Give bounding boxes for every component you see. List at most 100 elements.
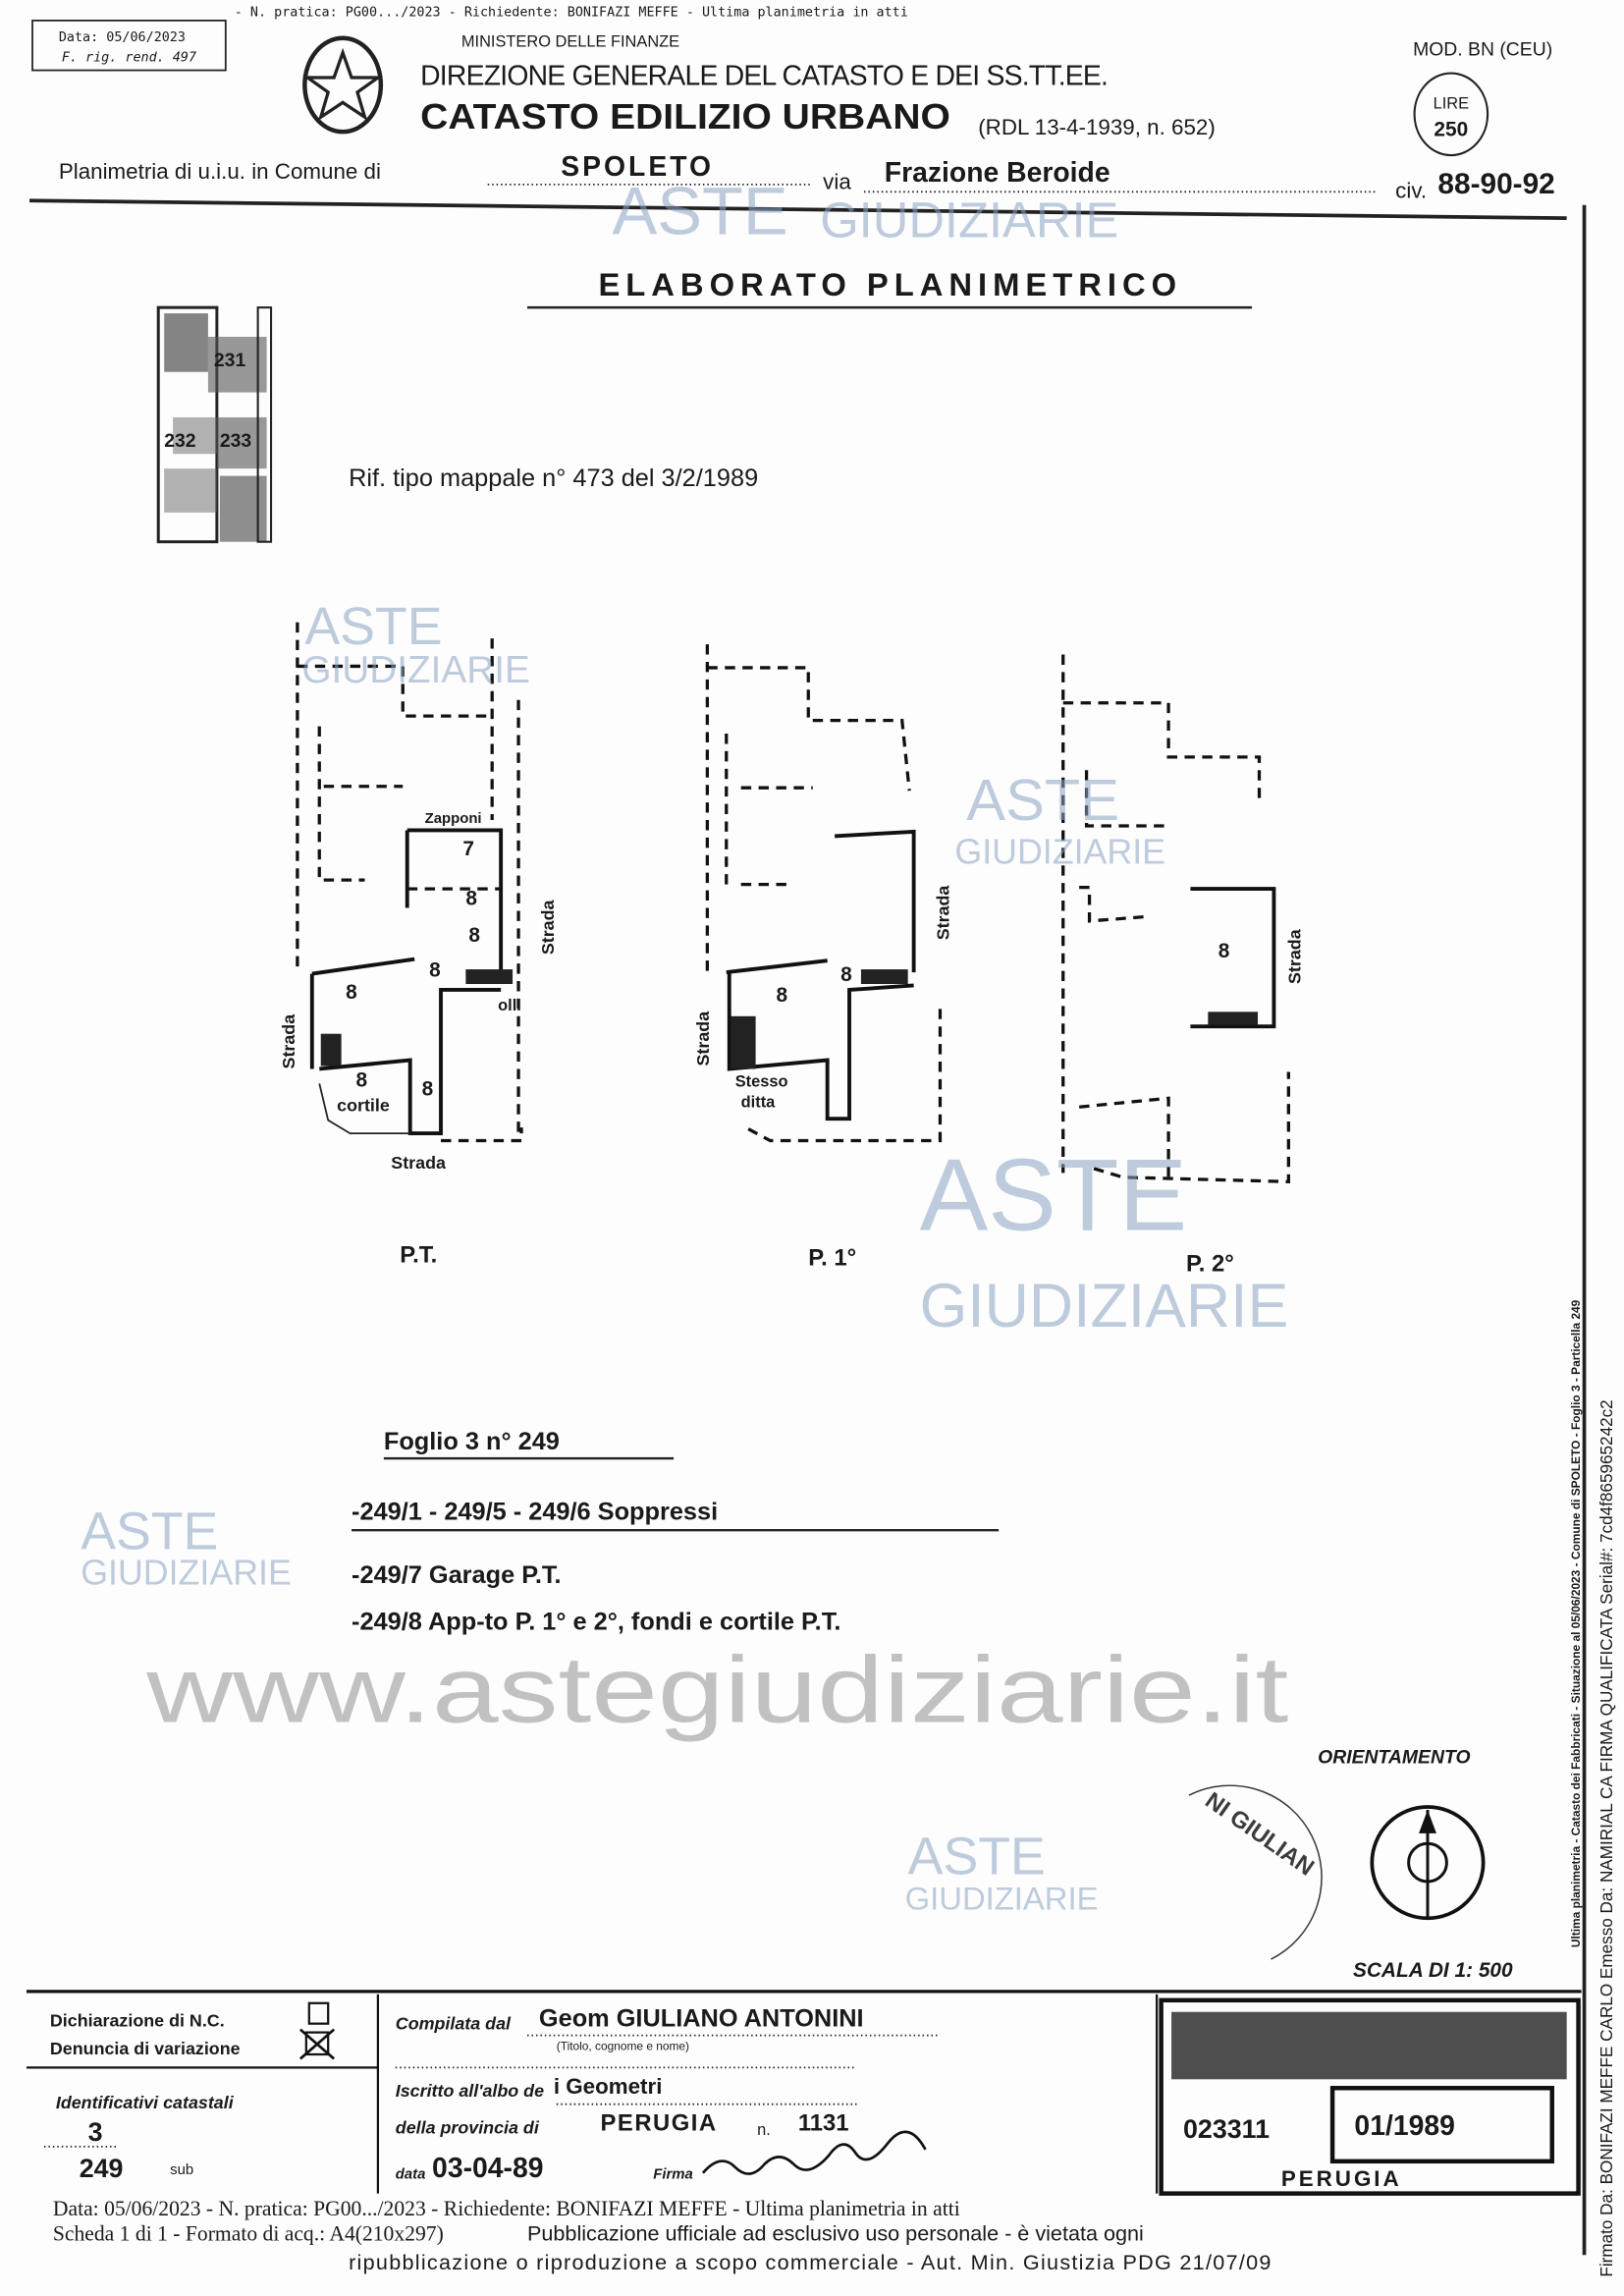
ground-label-8a: 8	[465, 887, 477, 909]
number-value: 1131	[798, 2110, 849, 2137]
compiled-label: Compilata dal	[396, 2014, 512, 2034]
ground-label-8f: 8	[422, 1077, 434, 1100]
second-label-strada: Strada	[1284, 928, 1304, 984]
official-overlay-text: Data: 05/06/2023 - N. pratica: PG00.../2…	[53, 2197, 1272, 2274]
plan-label: Planimetria di u.i.u. in Comune di	[59, 159, 381, 184]
watermarks: ASTE GIUDIZIARIE ASTE GIUDIZIARIE ASTE G…	[81, 174, 1288, 1917]
date-label: data	[396, 2167, 426, 2183]
location-thumbnail: 231 232 233	[156, 305, 273, 544]
first-label-strada-left: Strada	[693, 1011, 713, 1066]
albo-value: i Geometri	[554, 2074, 663, 2099]
header-stamp-box	[31, 19, 227, 72]
watermark-aste-top: ASTE	[612, 174, 787, 249]
header-divider	[29, 198, 1567, 221]
ministry: MINISTERO DELLE FINANZE	[461, 33, 679, 51]
date-value: 03-04-89	[432, 2153, 543, 2184]
ground-label-strada-bottom: Strada	[391, 1153, 447, 1173]
republic-emblem-icon	[302, 35, 384, 135]
first-label-strada-right: Strada	[933, 885, 952, 941]
ground-label-strada-left: Strada	[279, 1013, 298, 1069]
overlay-line-1: Data: 05/06/2023 - N. pratica: PG00.../2…	[53, 2197, 960, 2220]
ground-label-8d: 8	[346, 981, 357, 1004]
thumb-label-232: 232	[164, 430, 195, 452]
overprint-top: - N. pratica: PG00.../2023 - Richiedente…	[235, 5, 908, 20]
header: Data: 05/06/2023 F. rig. rend. 497 - N. …	[29, 5, 1567, 221]
footer-form: Dichiarazione di N.C. Denuncia di variaz…	[27, 1990, 1582, 2196]
orientation-label: ORIENTAMENTO	[1318, 1746, 1470, 1768]
first-label-stesso: Stesso	[735, 1072, 788, 1090]
first-plan-label: P. 1°	[808, 1244, 856, 1271]
compass-north-icon	[1370, 1805, 1486, 1921]
signature	[701, 2130, 927, 2175]
digital-signature-text: Firmato Da: BONIFAZI MEFFE CARLO Emesso …	[1597, 1399, 1616, 2276]
floor-plan-first: 8 8 Strada Strada Stesso ditta P. 1°	[693, 644, 952, 1271]
model-code: MOD. BN (CEU)	[1413, 39, 1552, 61]
ground-label-strada-right: Strada	[538, 899, 558, 955]
compiled-by: Geom GIULIANO ANTONINI	[539, 2005, 864, 2033]
nc-label: Dichiarazione di N.C.	[50, 2011, 225, 2031]
watermark-aste-center: ASTE	[966, 767, 1119, 833]
second-plan-label: P. 2°	[1186, 1250, 1234, 1277]
watermark-giudiziarie-left: GIUDIZIARIE	[301, 649, 530, 691]
fee-value: 250	[1434, 119, 1468, 141]
first-label-ditta: ditta	[741, 1093, 776, 1111]
watermark-aste-stamp: ASTE	[908, 1828, 1046, 1886]
direction-title: DIREZIONE GENERALE DEL CATASTO E DEI SS.…	[420, 60, 1109, 91]
watermark-giudiziarie-big: GIUDIZIARIE	[920, 1272, 1289, 1340]
stamp-box-form: F. rig. rend. 497	[62, 51, 196, 66]
thumb-label-231: 231	[214, 350, 246, 371]
watermark-giudiziarie-top: GIUDIZIARIE	[820, 192, 1118, 248]
floor-plan-ground: 7 8 8 8 8 8 8 cortile Strada Strada Stra…	[279, 622, 558, 1268]
foglio-value: 3	[88, 2117, 103, 2147]
watermark-giudiziarie-lower: GIUDIZIARIE	[81, 1553, 292, 1592]
compiled-hint: (Titolo, cognome e nome)	[557, 2040, 689, 2053]
ground-label-8c: 8	[429, 959, 441, 982]
province-value: PERUGIA	[601, 2110, 718, 2137]
office-stamp-code: 023311	[1183, 2114, 1270, 2144]
watermark-aste-lower: ASTE	[81, 1503, 218, 1561]
law-reference: (RDL 13-4-1939, n. 652)	[978, 115, 1216, 139]
mappale-reference: Rif. tipo mappale n° 473 del 3/2/1989	[349, 465, 758, 492]
comune-value: SPOLETO	[561, 151, 714, 183]
watermark-giudiziarie-stamp: GIUDIZIARIE	[905, 1880, 1099, 1916]
overlay-line-2: Scheda 1 di 1 - Formato di acq.: A4(210x…	[53, 2221, 444, 2245]
fee-stamp	[1413, 72, 1489, 157]
sub-label: sub	[170, 2162, 193, 2178]
nc-checkbox[interactable]	[307, 2001, 330, 2025]
first-label-8a: 8	[776, 984, 787, 1007]
province-label: della provincia di	[396, 2117, 540, 2137]
ground-plan-label: P.T.	[400, 1241, 437, 1268]
civ-label: civ.	[1395, 178, 1427, 202]
albo-label: Iscritto all'albo de	[396, 2081, 544, 2101]
via-label: via	[823, 169, 851, 193]
first-label-8b: 8	[840, 963, 852, 986]
via-value: Frazione Beroide	[885, 157, 1110, 189]
entry-garage: -249/7 Garage P.T.	[352, 1561, 562, 1589]
variation-checkbox[interactable]	[298, 2028, 336, 2060]
scale-label: SCALA DI 1: 500	[1353, 1959, 1513, 1982]
ids-label: Identificativi catastali	[56, 2093, 235, 2112]
side-strip-text: Ultima planimetria - Catasto dei Fabbric…	[1569, 1299, 1583, 1947]
number-label: n.	[757, 2121, 771, 2139]
entry-soppressi: -249/1 - 249/5 - 249/6 Soppressi	[352, 1499, 718, 1526]
variation-label: Denuncia di variazione	[50, 2039, 241, 2058]
thumb-label-233: 233	[220, 430, 252, 452]
office-stamp-city: PERUGIA	[1281, 2166, 1402, 2191]
civ-value: 88-90-92	[1437, 168, 1554, 200]
ground-label-cortile: cortile	[337, 1096, 390, 1116]
stamp-box-date: Data: 05/06/2023	[59, 30, 186, 45]
watermark-aste-left: ASTE	[304, 597, 442, 656]
ground-label-olli: olli	[498, 997, 521, 1014]
ground-label-8b: 8	[468, 924, 480, 947]
mappale-value: 249	[80, 2154, 124, 2183]
ground-label-8e: 8	[356, 1068, 368, 1091]
watermark-aste-big: ASTE	[920, 1139, 1188, 1253]
catasto-title: CATASTO EDILIZIO URBANO	[420, 97, 950, 137]
sign-label: Firma	[653, 2167, 693, 2183]
publication-notice-2: ripubblicazione o riproduzione a scopo c…	[349, 2250, 1271, 2274]
office-stamp-date: 01/1989	[1354, 2110, 1454, 2142]
foglio-heading: Foglio 3 n° 249	[384, 1428, 560, 1455]
ground-label-zapponi: Zapponi	[425, 811, 482, 827]
second-label-8: 8	[1218, 940, 1230, 962]
